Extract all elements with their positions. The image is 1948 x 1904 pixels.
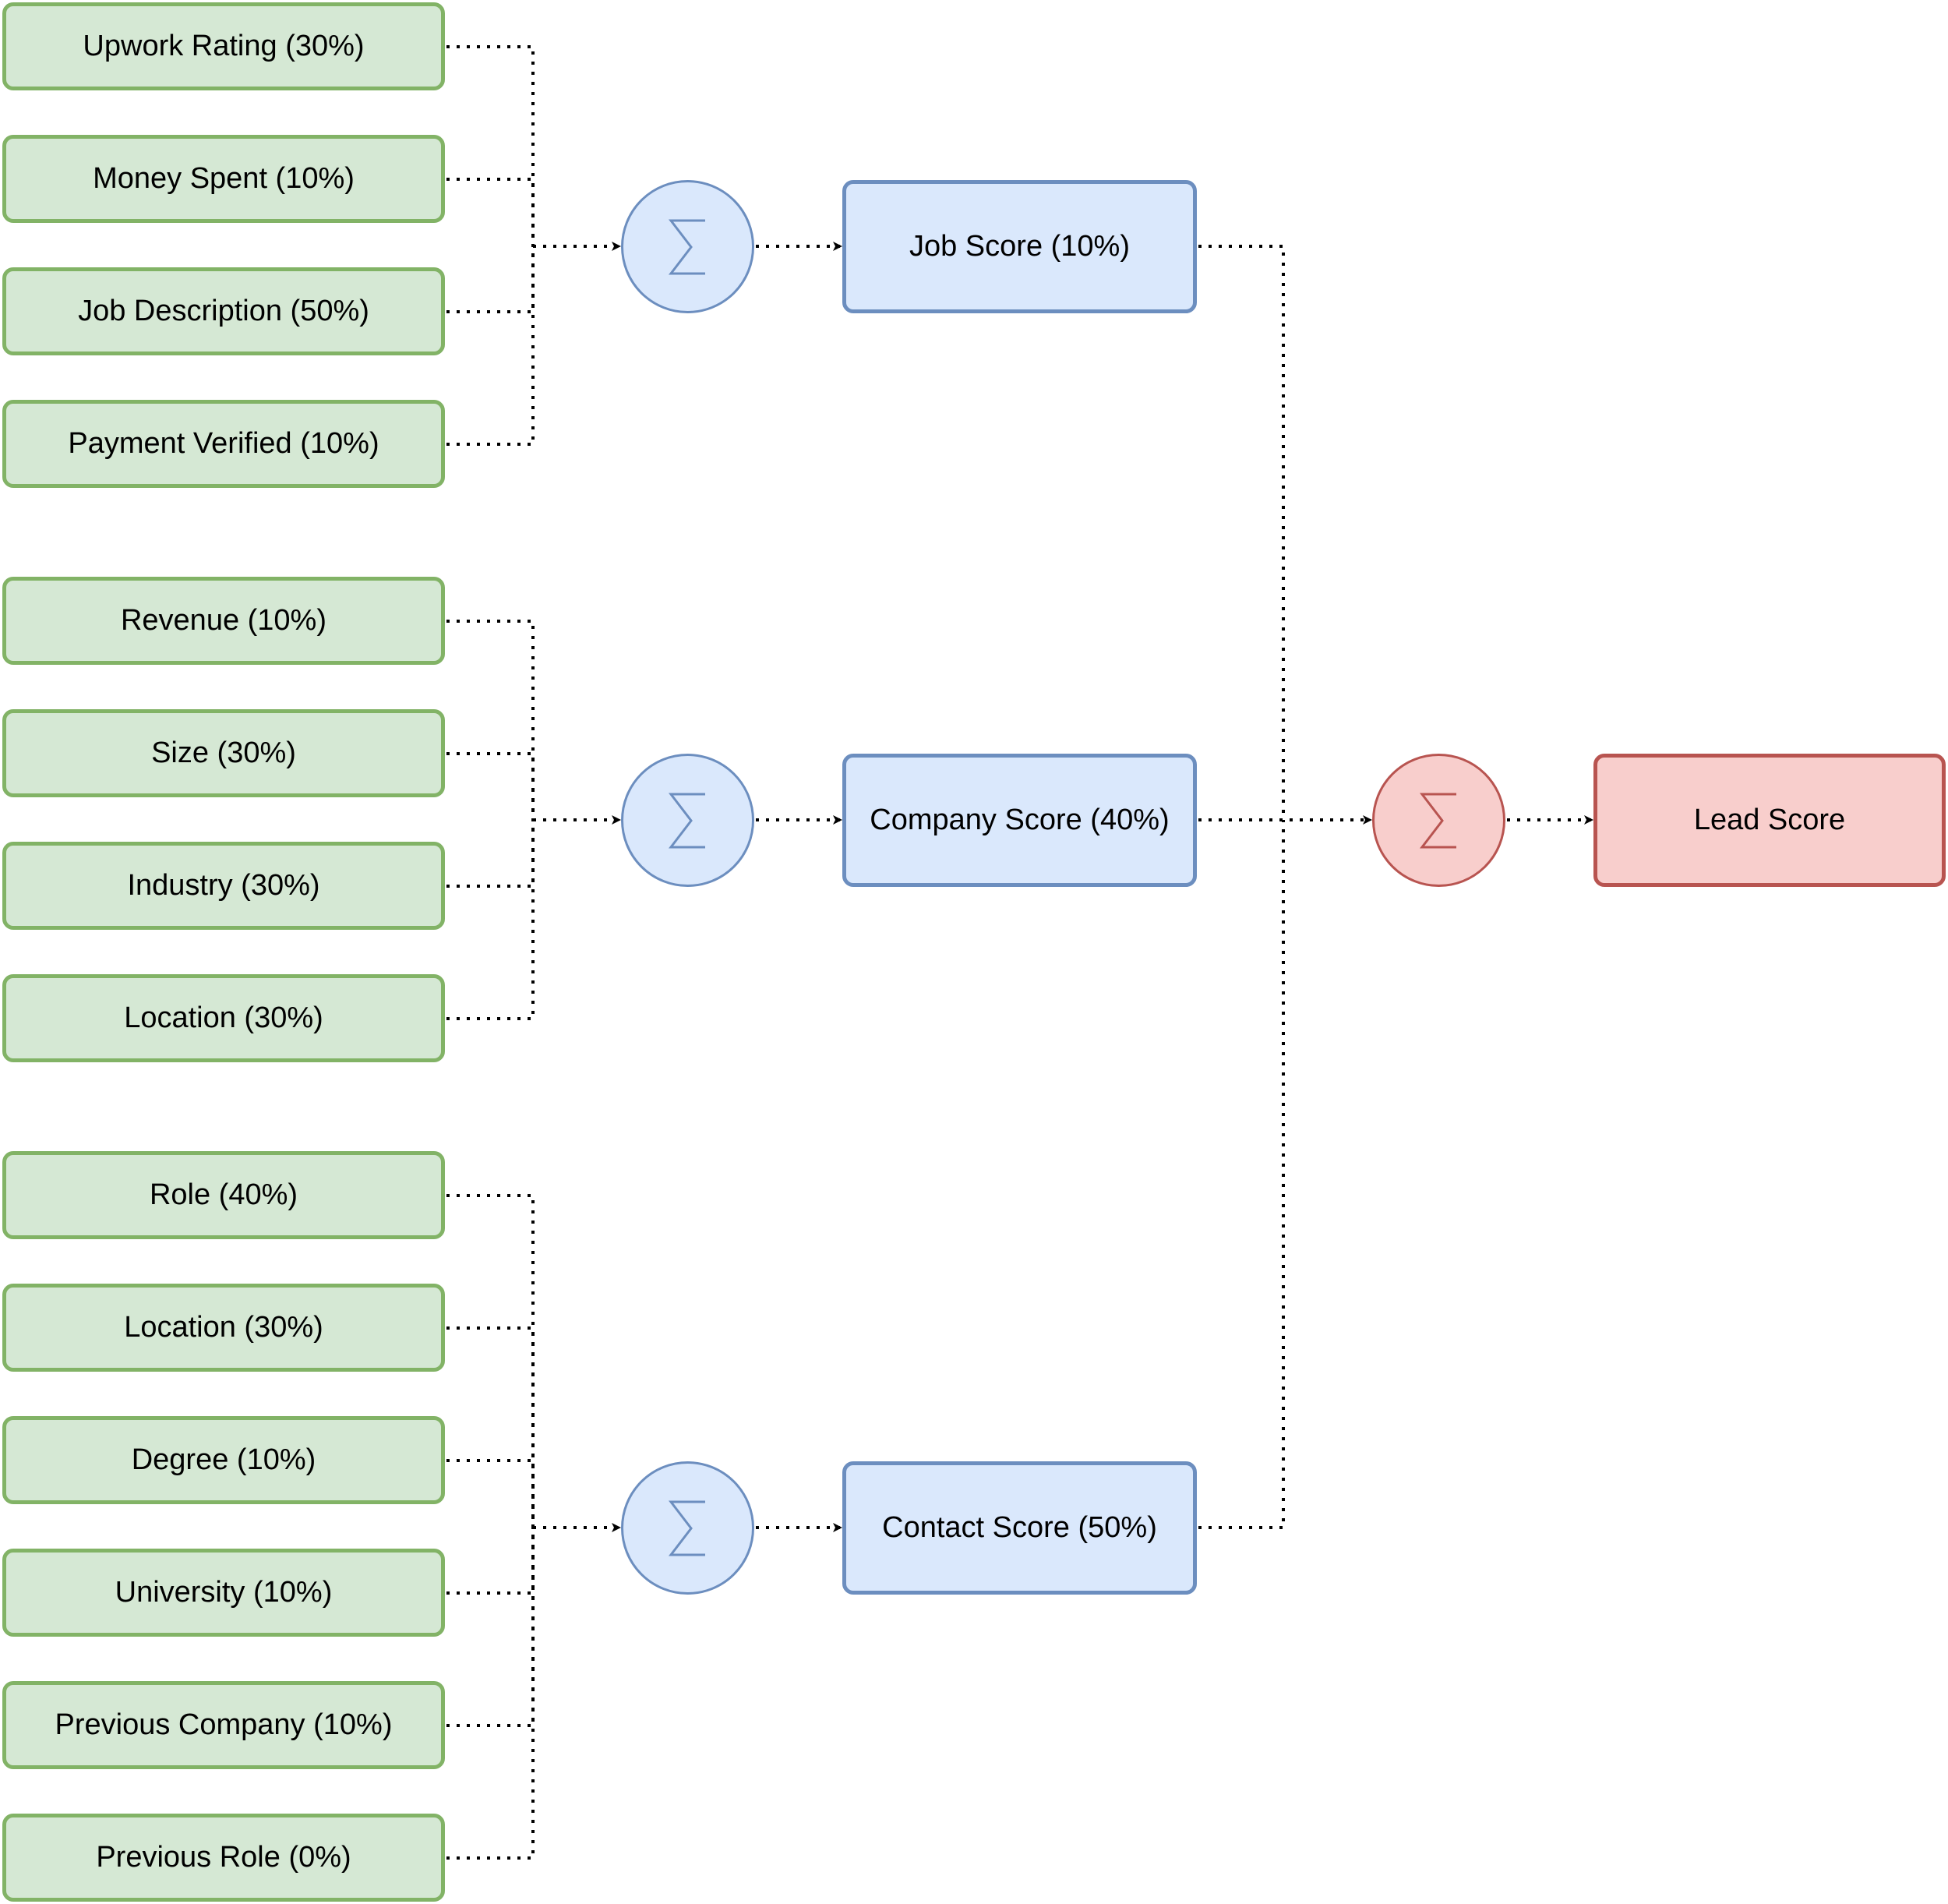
sigma-icon bbox=[668, 1500, 705, 1556]
input-role[interactable]: Role (40%) bbox=[2, 1151, 445, 1239]
contact-input-connector-3 bbox=[446, 1528, 535, 1595]
input-label: Job Description (50%) bbox=[78, 295, 369, 327]
input-label: Industry (30%) bbox=[127, 869, 320, 902]
input-label: Money Spent (10%) bbox=[93, 162, 355, 195]
input-label: Location (30%) bbox=[124, 1311, 323, 1344]
input-label: Degree (10%) bbox=[131, 1443, 316, 1476]
sigma-icon bbox=[668, 219, 705, 274]
input-revenue[interactable]: Revenue (10%) bbox=[2, 577, 445, 665]
job-score-box[interactable]: Job Score (10%) bbox=[842, 180, 1197, 313]
job-score-connector bbox=[1198, 245, 1285, 820]
company-input-connector-0 bbox=[446, 620, 535, 820]
contact-input-connector-0 bbox=[446, 1194, 535, 1528]
input-job-description[interactable]: Job Description (50%) bbox=[2, 267, 445, 355]
sigma-icon bbox=[668, 793, 705, 848]
input-company-location[interactable]: Location (30%) bbox=[2, 974, 445, 1062]
input-label: Location (30%) bbox=[124, 1001, 323, 1034]
lead-score-label: Lead Score bbox=[1693, 804, 1846, 836]
input-payment-verified[interactable]: Payment Verified (10%) bbox=[2, 400, 445, 488]
input-university[interactable]: University (10%) bbox=[2, 1549, 445, 1637]
contact-input-connector-5 bbox=[446, 1528, 535, 1860]
company-sum-node[interactable] bbox=[621, 754, 754, 887]
score-label: Contact Score (50%) bbox=[882, 1511, 1157, 1544]
lead-sum-node[interactable] bbox=[1372, 754, 1505, 887]
score-label: Company Score (40%) bbox=[870, 804, 1170, 836]
input-industry[interactable]: Industry (30%) bbox=[2, 842, 445, 930]
job-sum-node[interactable] bbox=[621, 180, 754, 313]
contact-input-connector-1 bbox=[446, 1326, 535, 1528]
job-input-connector-1 bbox=[446, 178, 535, 246]
input-degree[interactable]: Degree (10%) bbox=[2, 1416, 445, 1504]
input-contact-location[interactable]: Location (30%) bbox=[2, 1284, 445, 1372]
contact-score-connector bbox=[1198, 820, 1285, 1529]
input-money-spent[interactable]: Money Spent (10%) bbox=[2, 135, 445, 223]
job-input-connector-2 bbox=[446, 246, 535, 313]
contact-score-box[interactable]: Contact Score (50%) bbox=[842, 1461, 1197, 1595]
contact-sum-node[interactable] bbox=[621, 1461, 754, 1595]
company-input-connector-2 bbox=[446, 820, 535, 888]
contact-input-connector-2 bbox=[446, 1459, 535, 1528]
input-previous-role[interactable]: Previous Role (0%) bbox=[2, 1814, 445, 1902]
input-previous-company[interactable]: Previous Company (10%) bbox=[2, 1681, 445, 1769]
input-label: Payment Verified (10%) bbox=[68, 427, 379, 460]
score-label: Job Score (10%) bbox=[909, 230, 1130, 263]
contact-input-connector-4 bbox=[446, 1528, 535, 1727]
input-upwork-rating[interactable]: Upwork Rating (30%) bbox=[2, 2, 445, 90]
lead-score-box[interactable]: Lead Score bbox=[1593, 754, 1946, 887]
input-size[interactable]: Size (30%) bbox=[2, 709, 445, 797]
company-input-connector-1 bbox=[446, 752, 535, 820]
job-input-connector-3 bbox=[446, 246, 535, 446]
input-label: Previous Company (10%) bbox=[55, 1708, 393, 1741]
sigma-icon bbox=[1419, 793, 1456, 848]
company-input-connector-3 bbox=[446, 820, 535, 1020]
input-label: Previous Role (0%) bbox=[96, 1841, 351, 1874]
input-label: Revenue (10%) bbox=[120, 604, 327, 637]
company-score-box[interactable]: Company Score (40%) bbox=[842, 754, 1197, 887]
input-label: Role (40%) bbox=[149, 1178, 298, 1211]
input-label: Upwork Rating (30%) bbox=[83, 30, 365, 62]
input-label: Size (30%) bbox=[151, 737, 296, 769]
job-input-connector-0 bbox=[446, 45, 535, 246]
input-label: University (10%) bbox=[115, 1576, 333, 1609]
